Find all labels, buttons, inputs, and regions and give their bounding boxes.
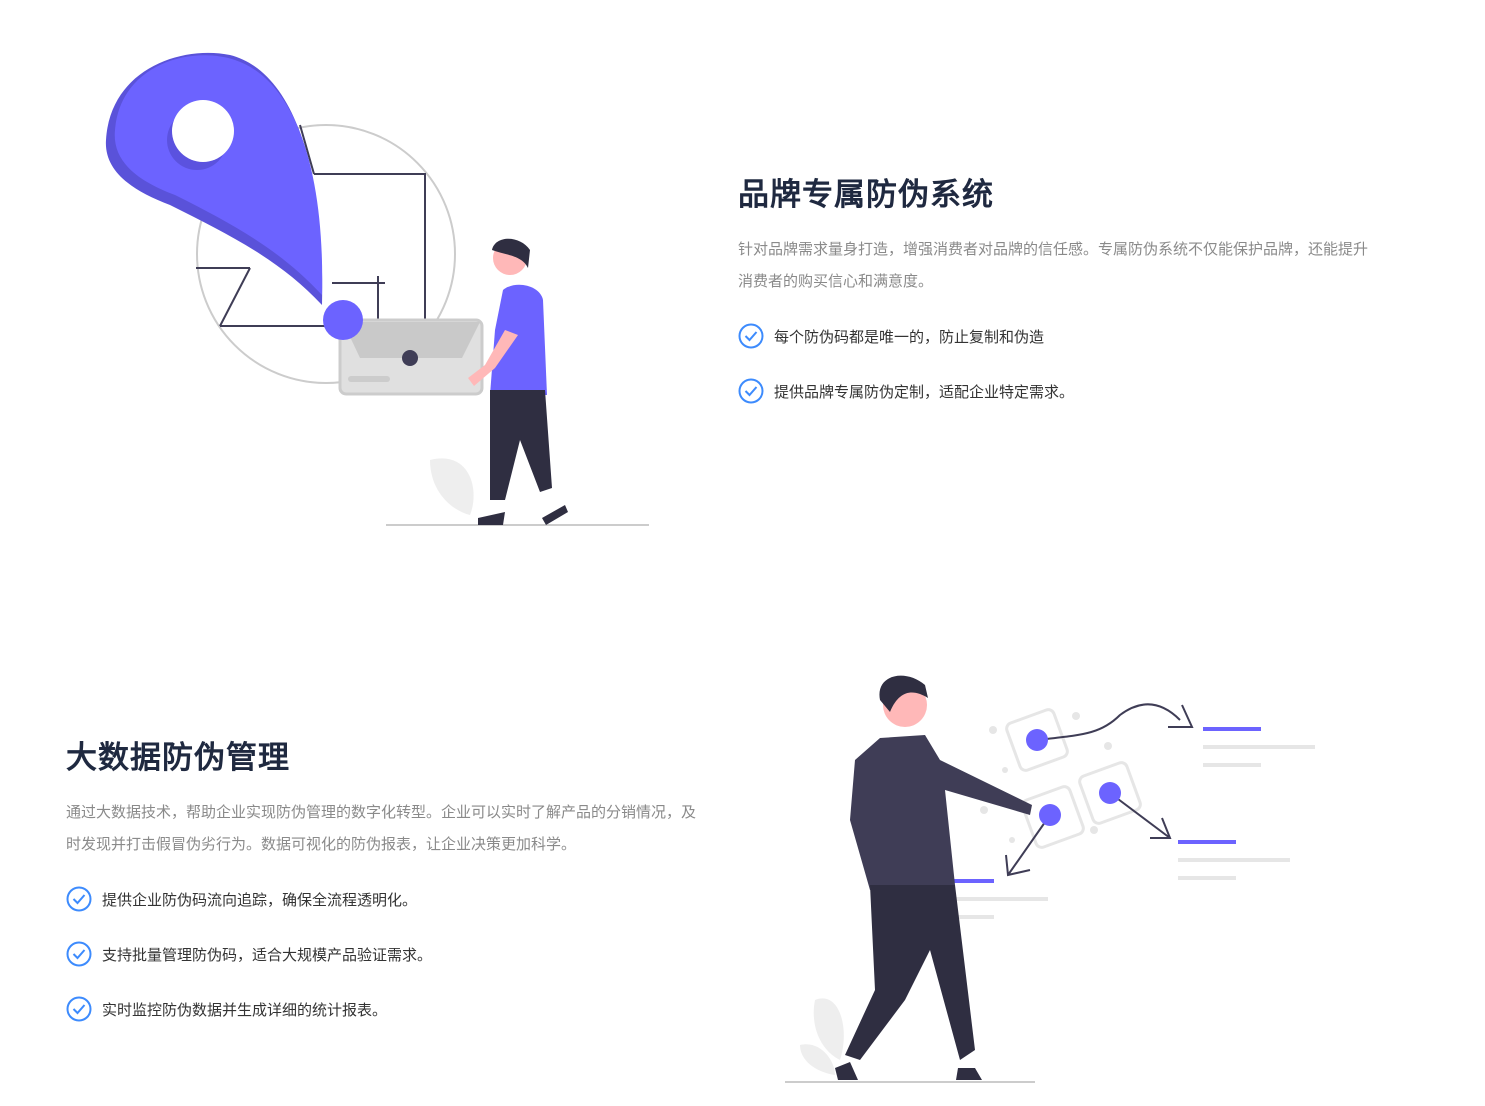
check-circle-icon: [66, 886, 92, 912]
section-brand-anticounterfeit: 品牌专属防伪系统 针对品牌需求量身打造，增强消费者对品牌的信任感。专属防伪系统不…: [738, 175, 1378, 404]
check-circle-icon: [66, 996, 92, 1022]
location-pin-illustration: [105, 52, 649, 526]
feature-item: 提供企业防伪码流向追踪，确保全流程透明化。: [66, 886, 706, 912]
feature-text: 提供品牌专属防伪定制，适配企业特定需求。: [774, 382, 1075, 401]
feature-item: 实时监控防伪数据并生成详细的统计报表。: [66, 996, 706, 1022]
data-analysis-illustration: [785, 675, 1315, 1083]
section-title: 大数据防伪管理: [66, 740, 290, 776]
check-circle-icon: [738, 323, 764, 349]
feature-item: 每个防伪码都是唯一的，防止复制和伪造: [738, 323, 1378, 349]
feature-item: 提供品牌专属防伪定制，适配企业特定需求。: [738, 378, 1378, 404]
feature-item: 支持批量管理防伪码，适合大规模产品验证需求。: [66, 941, 706, 967]
feature-text: 提供企业防伪码流向追踪，确保全流程透明化。: [102, 890, 418, 909]
check-circle-icon: [738, 378, 764, 404]
section-title: 品牌专属防伪系统: [738, 177, 994, 213]
feature-text: 每个防伪码都是唯一的，防止复制和伪造: [774, 327, 1045, 346]
feature-text: 支持批量管理防伪码，适合大规模产品验证需求。: [102, 945, 433, 964]
feature-text: 实时监控防伪数据并生成详细的统计报表。: [102, 1000, 388, 1019]
section-description: 通过大数据技术，帮助企业实现防伪管理的数字化转型。企业可以实时了解产品的分销情况…: [66, 803, 697, 853]
check-circle-icon: [66, 941, 92, 967]
section-description: 针对品牌需求量身打造，增强消费者对品牌的信任感。专属防伪系统不仅能保护品牌，还能…: [738, 240, 1369, 290]
section-big-data-management: 大数据防伪管理 通过大数据技术，帮助企业实现防伪管理的数字化转型。企业可以实时了…: [66, 738, 706, 1022]
